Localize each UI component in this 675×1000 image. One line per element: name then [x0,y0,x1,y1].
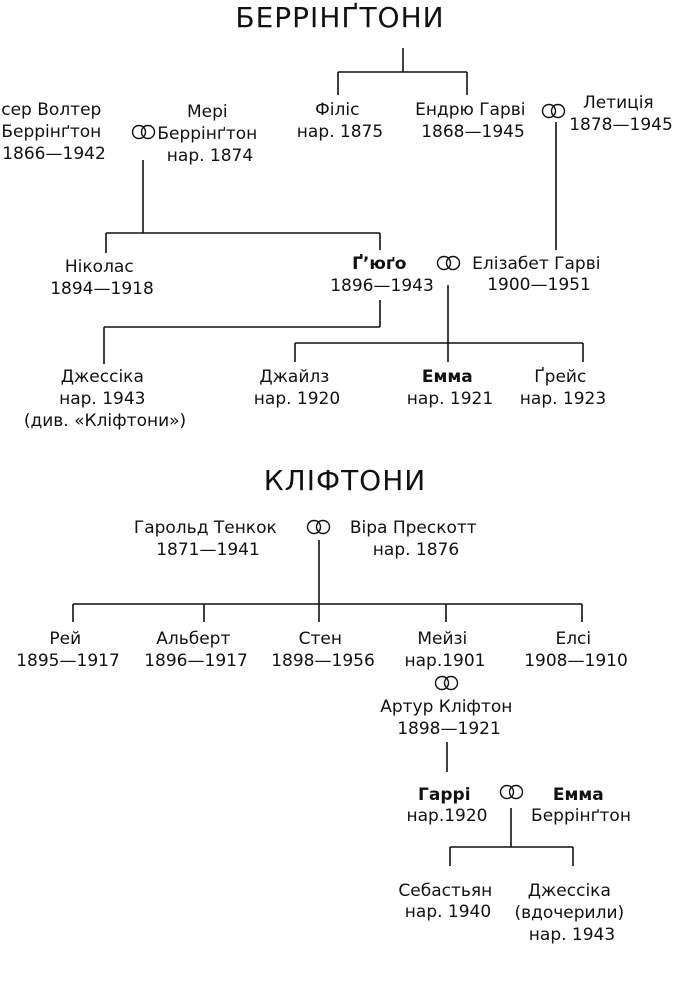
person-elizabeth: Елізабет Гарві 1900—1951 [472,254,606,295]
barrington-title: БЕРРІНҐТОНИ [235,1,444,34]
rings-icon-walter-mary [131,124,156,140]
person-hugo: Ґ’юґо 1896—1943 [330,253,434,296]
person-albert: Альберт 1896—1917 [144,629,248,671]
person-stan: Стен 1898—1956 [271,629,375,671]
person-jessica-clifton: Джессіка (вдочерили) нар. 1943 [514,881,629,945]
person-andrew: Ендрю Гарві 1868—1945 [415,100,531,142]
person-letitia: Летиція 1878—1945 [569,93,673,135]
person-sebastian: Себастьян нар. 1940 [398,881,497,922]
person-harold: Гарольд Тенкок 1871—1941 [134,518,282,560]
clifton-lines [72,540,583,866]
person-jessica-barrington: Джессіка нар. 1943 (див. «Кліфтони») [24,367,186,431]
person-phyllis: Філіс нар. 1875 [297,100,383,142]
rings-icon-harold-vera [306,519,331,535]
rings-icon-harry-emma [499,784,524,800]
person-nicholas: Ніколас 1894—1918 [50,257,154,299]
person-emma-clifton: Емма Беррінґтон [531,785,631,826]
barrington-lines [103,48,584,364]
person-emma-barrington: Емма нар. 1921 [407,367,493,409]
rings-icon-maisie-arthur [434,675,459,691]
person-mary: Мері Беррінґтон нар. 1874 [157,102,262,166]
person-elsie: Елсі 1908—1910 [524,629,628,671]
person-giles: Джайлз нар. 1920 [254,367,340,409]
clifton-title: КЛІФТОНИ [264,464,426,497]
person-arthur: Артур Кліфтон 1898—1921 [380,697,518,739]
marriage-rings-icon [131,103,566,800]
person-vera: Віра Прескотт нар. 1876 [350,518,482,560]
person-walter: сер Волтер Беррінґтон 1866—1942 [1,100,107,164]
person-ray: Рей 1895—1917 [16,629,120,671]
rings-icon-andrew-letitia [541,103,566,119]
rings-icon-hugo-elizabeth [436,255,461,271]
person-maisie: Мейзі нар.1901 [405,629,486,671]
person-grace: Ґрейс нар. 1923 [520,366,606,409]
person-harry: Гаррі нар.1920 [407,785,488,826]
